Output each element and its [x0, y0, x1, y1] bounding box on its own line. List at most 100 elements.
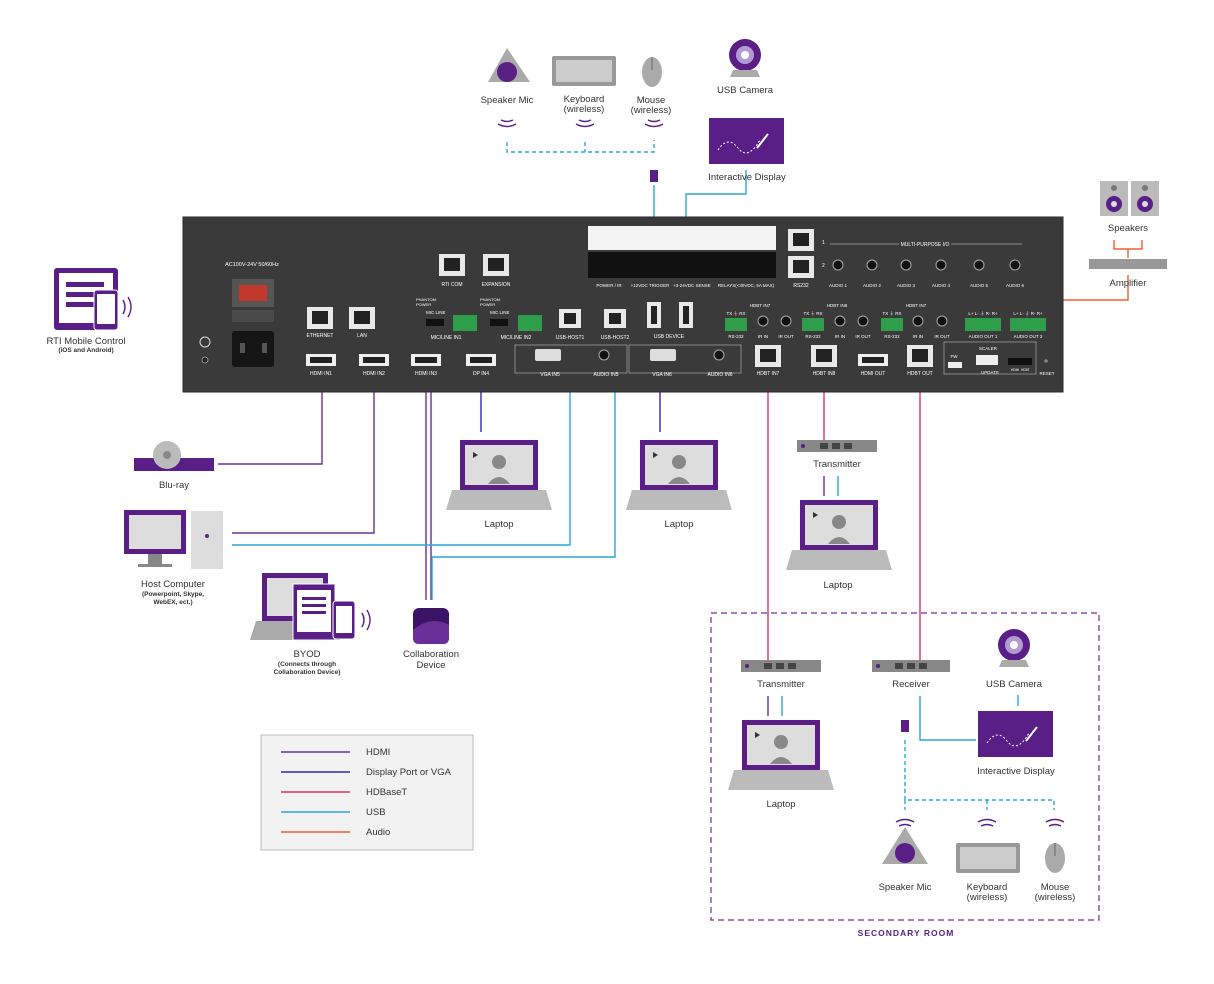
multi-io-label: MULTI-PURPOSE I/O — [901, 242, 950, 248]
secondary-room: SECONDARY ROOM Transmitter Receiver USB … — [710, 612, 1100, 938]
svg-text:(Powerpoint, Skype,: (Powerpoint, Skype, — [142, 591, 204, 598]
hdmi-in2-port[interactable] — [359, 354, 389, 366]
audio-in6-label: AUDIO IN6 — [707, 372, 732, 378]
audio-out2-terminal[interactable] — [1010, 318, 1046, 331]
svg-text:UPDATE: UPDATE — [981, 370, 999, 375]
usb-dongle-secondary-icon — [901, 720, 909, 732]
hdbt-in7-label: HDBT IN7 — [757, 371, 780, 377]
bluray-device: Blu-ray — [134, 441, 214, 491]
laptop-secondary-device: Laptop — [728, 720, 834, 810]
rs232-terminal-in8[interactable] — [802, 318, 824, 331]
svg-text:HDBT IN7: HDBT IN7 — [906, 303, 927, 308]
svg-text:HDBT: HDBT — [1021, 368, 1030, 372]
ir-in-jack-in7[interactable] — [757, 315, 769, 327]
control-terminal-block[interactable] — [588, 252, 776, 278]
svg-text:Laptop: Laptop — [766, 799, 795, 810]
connection-lines — [218, 140, 1143, 810]
amplifier-device: Amplifier — [1089, 259, 1167, 289]
ir-out-jack-out[interactable] — [936, 315, 948, 327]
audio-line-speakers — [1113, 240, 1143, 250]
wireless-icon — [122, 299, 126, 315]
audio-in5-label: AUDIO IN5 — [593, 372, 618, 378]
rs232-terminal-out[interactable] — [881, 318, 903, 331]
pen-icon — [756, 133, 769, 149]
secondary-room-border — [710, 612, 1100, 921]
svg-text:(wireless): (wireless) — [631, 105, 672, 116]
legend-label-audio: Audio — [366, 827, 390, 838]
svg-text:AUDIO 4: AUDIO 4 — [932, 283, 951, 288]
mic-line-in2-terminal[interactable] — [518, 315, 542, 331]
rti-com-label: RTI COM — [441, 282, 462, 288]
mic-line-in1-terminal[interactable] — [453, 315, 477, 331]
rs232-label: RS232 — [793, 283, 809, 289]
hdbt-in7-group: HDBT IN7 TX ⏚ RX RS-232 IR IN IR OUT — [725, 303, 794, 339]
update-port[interactable] — [976, 355, 998, 365]
mic-line2-switch[interactable] — [490, 319, 508, 326]
pen-icon — [1025, 726, 1038, 742]
hdmi-out-label: HDMI OUT — [861, 371, 886, 377]
vga-in5-label: VGA IN5 — [540, 372, 560, 378]
mic-line-in1-label: MIC/LINE IN1 — [431, 335, 462, 341]
keyboard-device: Keyboard (wireless) — [552, 56, 616, 128]
usb-device-label: USB DEVICE — [654, 334, 685, 340]
power-inlet — [232, 331, 274, 367]
hdmi-in2-label: HDMI IN2 — [363, 371, 385, 377]
svg-text:L+ L- ⏚ R- R+: L+ L- ⏚ R- R+ — [968, 310, 998, 316]
svg-text:Transmitter: Transmitter — [813, 459, 861, 470]
svg-text:IR OUT: IR OUT — [778, 334, 794, 339]
ir-in-jack-out[interactable] — [912, 315, 924, 327]
usb-host1-label: USB-HOST1 — [556, 335, 585, 341]
mic-line1-switch[interactable] — [426, 319, 444, 326]
hdmi-out-port[interactable] — [858, 354, 888, 366]
svg-text:USB Camera: USB Camera — [717, 85, 774, 96]
svg-text:Keyboard: Keyboard — [967, 882, 1008, 893]
hdmi-in1-port[interactable] — [306, 354, 336, 366]
hdbt-in8-group: HDBT IN8 TX ⏚ RX RS-232 IR IN IR OUT — [802, 303, 871, 339]
power-switch[interactable] — [239, 285, 267, 301]
control-labels-strip — [588, 226, 776, 250]
svg-text:(wireless): (wireless) — [1035, 892, 1076, 903]
svg-text:Speaker Mic: Speaker Mic — [879, 882, 932, 893]
ir-out-jack-in8[interactable] — [857, 315, 869, 327]
svg-text:BYOD: BYOD — [294, 649, 321, 660]
transmitter-main-device: Transmitter — [797, 440, 877, 470]
hdmi-in3-port[interactable] — [411, 354, 441, 366]
audio-out1-terminal[interactable] — [965, 318, 1001, 331]
svg-text:Collaboration Device): Collaboration Device) — [274, 669, 341, 676]
ir-out-jack-in7[interactable] — [780, 315, 792, 327]
svg-text:TX ⏚ RX: TX ⏚ RX — [803, 310, 822, 316]
keyboard-secondary-device: Keyboard (wireless) — [956, 818, 1020, 903]
scaler-switch[interactable] — [1008, 358, 1032, 365]
usb-line-wireless — [506, 140, 655, 153]
svg-text:IR OUT: IR OUT — [855, 334, 871, 339]
rs232-terminal-in7[interactable] — [725, 318, 747, 331]
laptop-vga-device: Laptop — [626, 440, 732, 530]
audio-in6-jack[interactable] — [713, 349, 725, 361]
wireless-icon — [575, 123, 595, 128]
multi-io-jacks[interactable] — [832, 259, 1021, 271]
svg-text:Laptop: Laptop — [484, 519, 513, 530]
speaker-mic-device: Speaker Mic — [481, 48, 534, 128]
dp-in4-port[interactable] — [466, 354, 496, 366]
svg-text:Keyboard: Keyboard — [564, 94, 605, 105]
vga-in6-port[interactable] — [650, 349, 676, 361]
reset-button[interactable] — [1044, 359, 1048, 363]
svg-text:RELAYS(<30VDC, 5A MAX): RELAYS(<30VDC, 5A MAX) — [718, 283, 775, 288]
fw-port[interactable] — [948, 362, 962, 368]
svg-text:POWER / IR: POWER / IR — [596, 283, 622, 288]
ir-in-jack-in8[interactable] — [834, 315, 846, 327]
byod-device: BYOD (Connects through Collaboration Dev… — [250, 573, 371, 676]
svg-text:RESET: RESET — [1039, 371, 1054, 376]
collaboration-device: Collaboration Device — [403, 608, 459, 671]
svg-text:FW: FW — [951, 354, 959, 359]
svg-text:RS-232: RS-232 — [805, 334, 821, 339]
svg-text:Collaboration: Collaboration — [403, 649, 459, 660]
svg-text:TX ⏚ RX: TX ⏚ RX — [726, 310, 745, 316]
svg-text:TX ⏚ RX: TX ⏚ RX — [882, 310, 901, 316]
audio-in5-jack[interactable] — [598, 349, 610, 361]
svg-text:+12VDC TRIGGER: +12VDC TRIGGER — [631, 283, 671, 288]
vga-in5-port[interactable] — [535, 349, 561, 361]
hdmi-in3-label: HDMI IN3 — [415, 371, 437, 377]
usb-line-host2 — [431, 330, 616, 600]
